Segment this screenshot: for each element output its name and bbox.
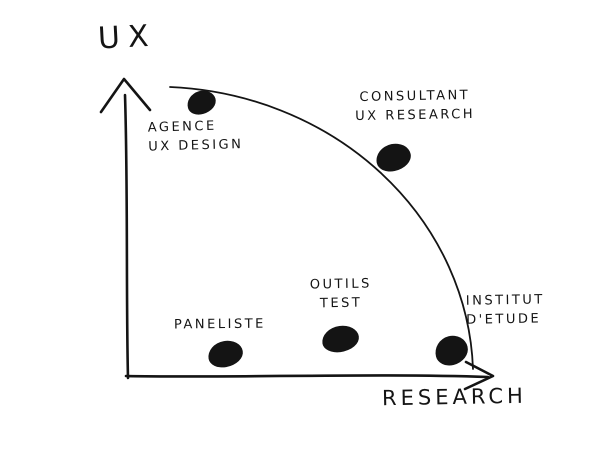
point-label-institut-detude: INSTITUT D'ETUDE: [465, 292, 545, 328]
point-label-outils-test: OUTILS TEST: [309, 276, 372, 312]
x-axis-arrowhead: [463, 360, 495, 391]
quadrant-curve: [169, 86, 474, 370]
y-axis-line: [123, 93, 130, 380]
y-axis-label: UX: [97, 18, 158, 57]
point-label-paneliste: PANELISTE: [173, 316, 266, 333]
x-axis-line: [124, 374, 490, 379]
x-axis-label: RESEARCH: [381, 383, 528, 411]
y-axis-arrowhead: [99, 77, 152, 114]
point-label-agence-ux-design: AGENCE UX DESIGN: [147, 118, 244, 155]
point-label-consultant-ux-research: CONSULTANT UX RESEARCH: [355, 88, 476, 124]
